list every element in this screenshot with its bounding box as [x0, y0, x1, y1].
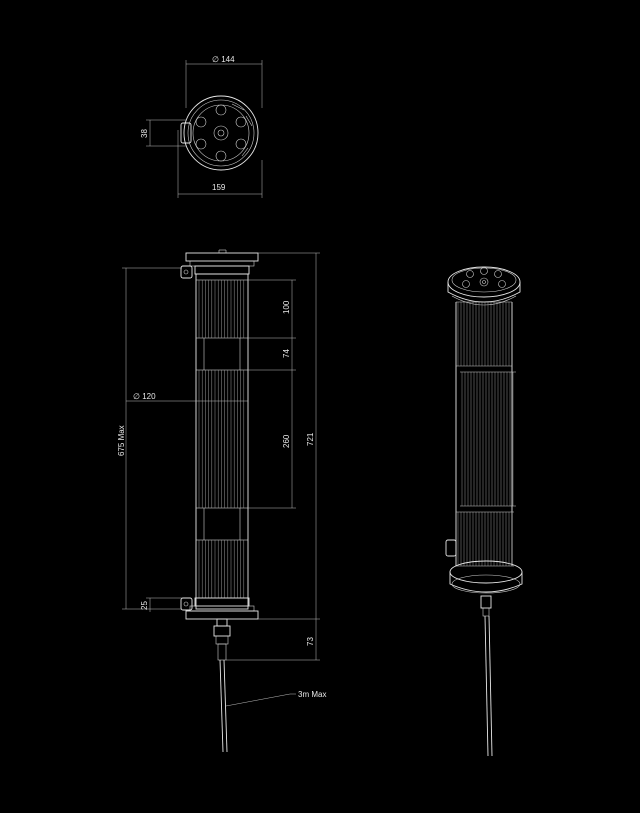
front-view	[180, 249, 259, 753]
dim-length-675: 675 Max	[117, 425, 126, 456]
perspective-ribs	[456, 301, 516, 567]
dim-section-100: 100	[282, 300, 291, 314]
perspective-view	[445, 266, 523, 757]
dim-top-width: 159	[212, 183, 226, 192]
dim-end-25: 25	[140, 601, 149, 610]
perspective-bulbs	[462, 267, 506, 288]
dim-section-260: 260	[282, 434, 291, 448]
tube-segment-2	[195, 369, 249, 509]
dim-section-74: 74	[282, 349, 291, 358]
top-bulbs	[195, 104, 247, 162]
dim-diameter-120: ∅ 120	[133, 392, 156, 401]
dim-length-721: 721	[306, 432, 315, 446]
tube-segment-3	[195, 539, 249, 599]
dim-top-diameter: ∅ 144	[212, 55, 235, 64]
top-view: ∅ 144 38 159	[140, 55, 263, 198]
dim-cable-73: 73	[306, 637, 315, 646]
dim-cable-length: 3m Max	[298, 690, 326, 699]
tube-segment-1	[195, 279, 249, 339]
dim-top-bracket: 38	[140, 129, 149, 138]
front-dimensions: 675 Max 25 ∅ 120 100 74 260 721 73 3m Ma…	[117, 252, 326, 707]
tube-ribs	[198, 280, 245, 598]
